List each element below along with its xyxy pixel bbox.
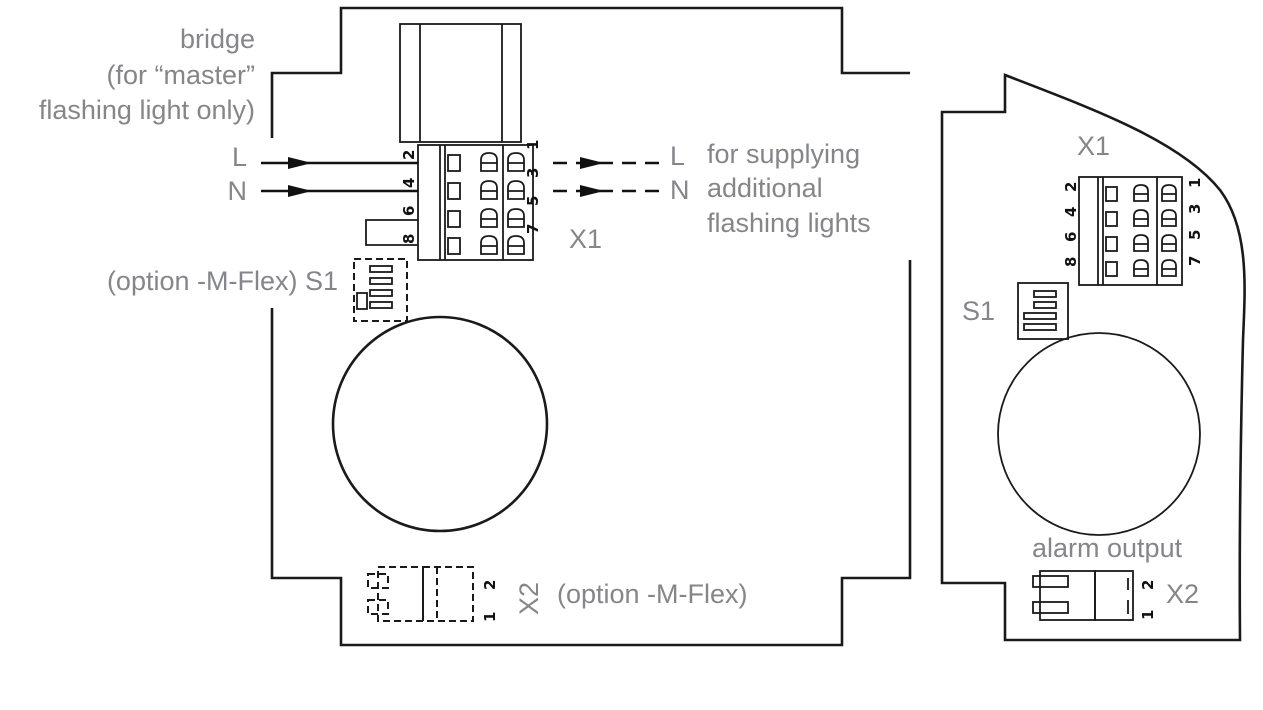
pin-number: 7 [524, 224, 542, 234]
left-s1-dip-switch [353, 258, 408, 322]
right-board: 2 4 6 8 1 3 5 7 2 [940, 73, 1246, 642]
left-x1-pin-numbers-left: 2 4 6 8 [400, 150, 418, 244]
right-board-outline [940, 73, 1246, 642]
supply-note-line1: for supplying [707, 139, 860, 169]
left-x2-label: X2 [514, 582, 544, 615]
pin-number: 1 [524, 140, 542, 150]
output-L-label: L [670, 141, 685, 171]
right-x1-label: X1 [1077, 131, 1110, 161]
output-wires [553, 157, 665, 197]
right-x2-connector [1032, 570, 1134, 621]
pin-number: 1 [1186, 178, 1204, 188]
left-board: 2 4 6 8 1 3 5 7 [39, 6, 912, 647]
left-x1-terminal-block [365, 144, 534, 261]
left-x2-connector [367, 566, 474, 622]
right-s1-label: S1 [962, 296, 995, 326]
alarm-output-label: alarm output [1032, 533, 1183, 563]
pin-number: 4 [400, 178, 418, 188]
right-circular-element [997, 332, 1201, 536]
input-wires [261, 157, 418, 197]
left-x1-label: X1 [569, 224, 602, 254]
output-N-label: N [670, 175, 690, 205]
pin-number: 4 [1062, 207, 1080, 217]
pin-number: 3 [1186, 204, 1204, 214]
pin-number: 8 [1062, 257, 1080, 267]
right-x1-terminal-block [1078, 176, 1183, 286]
input-N-label: N [228, 176, 248, 206]
bridge-label-line3: flashing light only) [39, 95, 255, 125]
right-s1-dip-switch [1017, 282, 1069, 340]
pin-number: 1 [481, 612, 499, 622]
left-x1-pin-numbers-right: 1 3 5 7 [524, 140, 542, 234]
pin-number: 2 [1062, 182, 1080, 192]
right-board-labels: X1 S1 alarm output X2 [962, 131, 1199, 609]
pin-number: 1 [1139, 610, 1157, 620]
left-x1-clamps [447, 152, 525, 255]
bridge-label-line1: bridge [180, 24, 255, 54]
input-L-label: L [232, 142, 247, 172]
left-circular-element [331, 315, 549, 533]
supply-note-line3: flashing lights [707, 208, 871, 238]
arrow-right-icon [580, 157, 604, 169]
right-x1-pin-numbers-right: 1 3 5 7 [1186, 178, 1204, 266]
pin-number: 2 [400, 150, 418, 160]
arrow-right-icon [288, 185, 312, 197]
supply-note-line2: additional [707, 173, 823, 203]
pin-number: 7 [1186, 256, 1204, 266]
right-x1-pin-numbers-left: 2 4 6 8 [1062, 182, 1080, 267]
pin-number: 5 [1186, 230, 1204, 240]
left-x2-note: (option -M-Flex) [557, 579, 748, 609]
arrow-right-icon [288, 157, 312, 169]
arrow-right-icon [580, 185, 604, 197]
pin-number: 2 [481, 580, 499, 590]
bridge-label-line2: (for “master” [107, 60, 256, 90]
pin-number: 5 [524, 196, 542, 206]
pin-number: 6 [400, 206, 418, 216]
left-board-labels: bridge (for “master” flashing light only… [39, 24, 871, 615]
left-s1-label: (option -M-Flex) S1 [107, 266, 338, 296]
left-board-outline [270, 6, 912, 647]
bridge-link [365, 219, 418, 246]
right-x2-label: X2 [1166, 579, 1199, 609]
pin-number: 2 [1139, 580, 1157, 590]
bridge-block [399, 23, 522, 143]
pin-number: 8 [400, 234, 418, 244]
pin-number: 6 [1062, 232, 1080, 242]
pin-number: 3 [524, 168, 542, 178]
